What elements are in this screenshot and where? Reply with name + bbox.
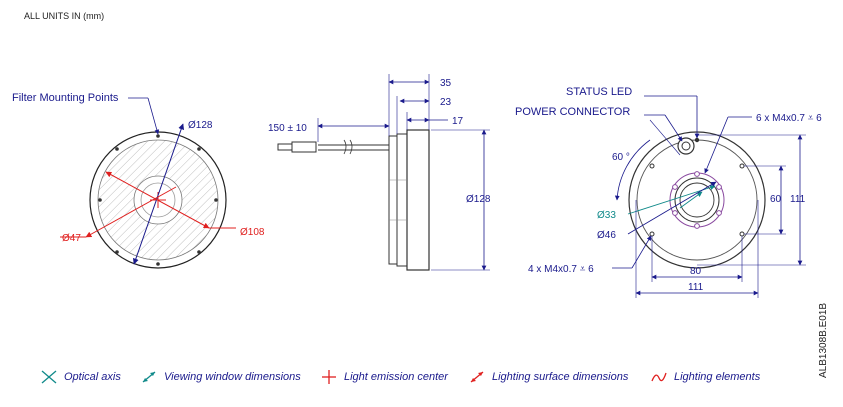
angle-label: 60 ° <box>612 152 630 163</box>
legend-surface-dims: Lighting surface dimensions <box>468 369 628 385</box>
back-m4-holes-4 <box>649 163 745 237</box>
dim-111-vertical: 111 <box>790 194 806 205</box>
legend-emission-center-label: Light emission center <box>344 371 448 383</box>
side-body <box>396 133 408 267</box>
power-connector-label: POWER CONNECTOR <box>515 106 630 118</box>
dim-80: 80 <box>690 266 702 277</box>
dim-35: 35 <box>440 78 452 89</box>
cable-length: 150 ± 10 <box>268 123 307 134</box>
dia33-label: Ø33 <box>597 210 616 221</box>
dim-23: 23 <box>440 97 452 108</box>
emission-center-icon <box>322 370 336 384</box>
back-outer-circle <box>628 131 766 269</box>
drawing-code: ALB1308B.E01B <box>818 303 829 378</box>
filter-mounting-label: Filter Mounting Points <box>12 92 119 104</box>
legend-viewing-window: Viewing window dimensions <box>140 369 301 385</box>
dim-17: 17 <box>452 116 464 127</box>
status-led <box>694 137 700 143</box>
optical-axis-icon <box>41 370 57 384</box>
units-note: ALL UNITS IN (mm) <box>24 11 105 21</box>
side-view: 35 23 17 150 ± 10 Ø128 <box>268 74 491 271</box>
status-led-label: STATUS LED <box>566 86 632 98</box>
thread-6-label: 6 x M4x0.7 ⩡ 6 <box>756 113 822 124</box>
front-dia128-label: Ø128 <box>188 120 213 131</box>
legend-elements: Lighting elements <box>650 369 760 385</box>
dia46-label: Ø46 <box>597 230 616 241</box>
front-dia108-label: Ø108 <box>240 227 265 238</box>
dim-60: 60 <box>770 194 782 205</box>
thread-4-label: 4 x M4x0.7 ⩡ 6 <box>528 264 594 275</box>
legend-optical-axis-label: Optical axis <box>64 371 121 383</box>
side-connector <box>291 141 317 153</box>
legend-emission-center: Light emission center <box>320 369 448 385</box>
legend-surface-dims-label: Lighting surface dimensions <box>492 371 629 383</box>
side-rear-cap <box>388 135 398 265</box>
front-view: Filter Mounting Points Ø128 Ø47 Ø108 <box>12 92 265 269</box>
legend-elements-label: Lighting elements <box>674 371 761 383</box>
surface-dims-icon <box>470 371 484 383</box>
legend: Optical axis Viewing window dimensions L… <box>0 365 843 391</box>
legend-viewing-window-label: Viewing window dimensions <box>164 371 301 383</box>
front-dia47-leader <box>85 186 177 238</box>
dim-111-horizontal: 111 <box>688 282 704 293</box>
back-m4-holes-6 <box>672 171 722 229</box>
viewing-window-icon <box>142 371 156 383</box>
front-dia108-line <box>105 171 210 229</box>
front-dia47-label: Ø47 <box>62 233 81 244</box>
side-dia128: Ø128 <box>466 194 491 205</box>
lighting-elements-icon <box>651 372 667 382</box>
legend-optical-axis: Optical axis <box>40 369 121 385</box>
back-view: STATUS LED POWER CONNECTOR 6 x M4x0.7 ⩡ … <box>515 86 822 298</box>
side-front <box>406 129 430 271</box>
